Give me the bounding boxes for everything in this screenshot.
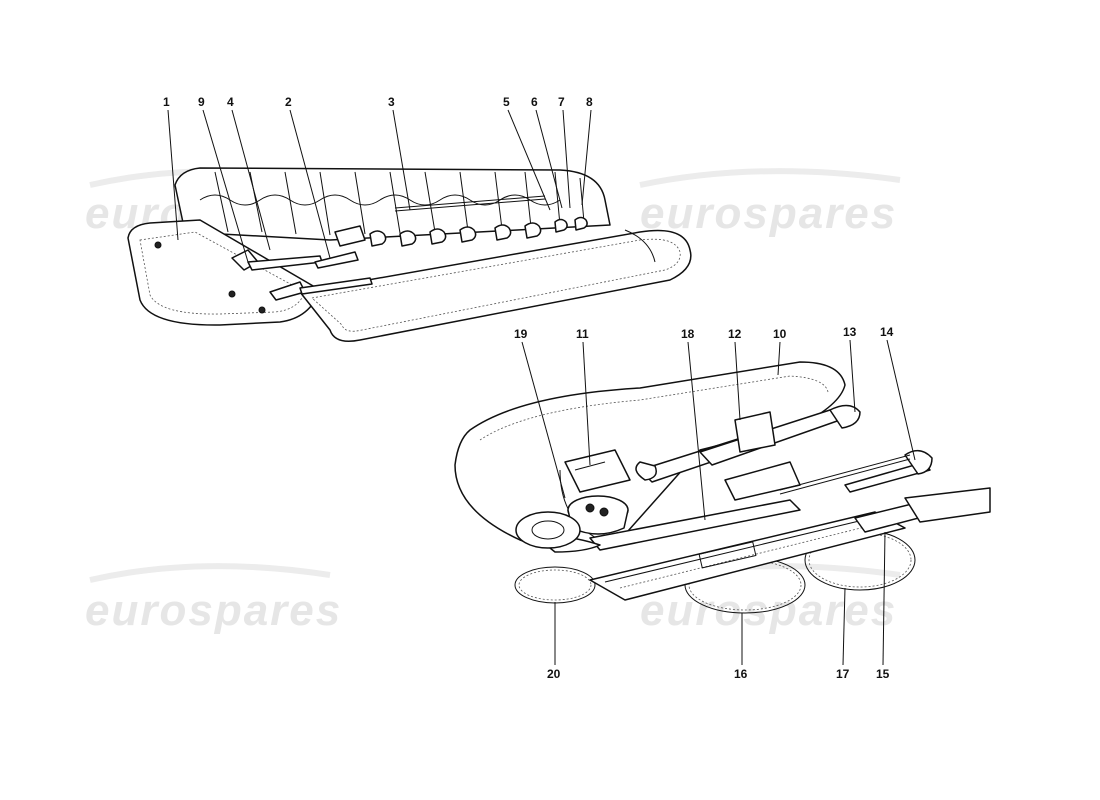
callout-16: 16 — [734, 667, 748, 681]
callout-19: 19 — [514, 327, 528, 341]
tool-roll-drawing — [127, 167, 692, 342]
watermark-top-right: eurospares — [640, 189, 897, 238]
callout-4: 4 — [227, 95, 234, 109]
callout-10: 10 — [773, 327, 787, 341]
callout-6: 6 — [531, 95, 538, 109]
callout-9: 9 — [198, 95, 205, 109]
callout-15: 15 — [876, 667, 890, 681]
callout-18: 18 — [681, 327, 695, 341]
wrench-set — [334, 216, 588, 247]
callout-2: 2 — [285, 95, 292, 109]
callout-1: 1 — [163, 95, 170, 109]
callout-17: 17 — [836, 667, 850, 681]
watermark-bottom-left: eurospares — [85, 586, 342, 635]
callout-3: 3 — [388, 95, 395, 109]
callout-8: 8 — [586, 95, 593, 109]
callout-13: 13 — [843, 325, 857, 339]
leader-lines — [167, 109, 916, 666]
callout-5: 5 — [503, 95, 510, 109]
callout-20: 20 — [547, 667, 561, 681]
jack-bag-drawing — [454, 361, 991, 614]
watermark-bottom-right: eurospares — [640, 586, 897, 635]
callout-7: 7 — [558, 95, 565, 109]
callout-labels: 1 9 4 2 3 5 6 7 8 19 11 18 12 10 13 14 2… — [163, 95, 894, 681]
callout-11: 11 — [576, 327, 589, 341]
callout-14: 14 — [880, 325, 894, 339]
callout-12: 12 — [728, 327, 742, 341]
